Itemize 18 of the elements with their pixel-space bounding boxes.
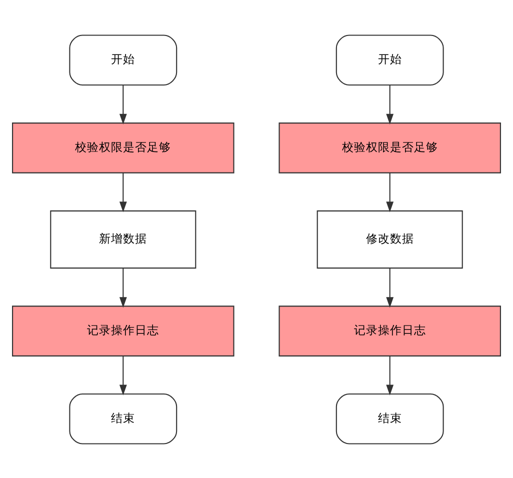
arrow — [386, 355, 394, 395]
arrow — [119, 355, 127, 395]
arrow — [119, 172, 127, 212]
node-box: 记录操作日志 — [12, 305, 234, 356]
arrow — [386, 84, 394, 124]
node-box: 开始 — [69, 34, 178, 85]
node-box: 开始 — [336, 34, 444, 85]
node-box: 校验权限是否足够 — [278, 122, 501, 173]
node-box: 结束 — [69, 393, 178, 444]
arrow — [386, 268, 394, 308]
node-box: 校验权限是否足够 — [12, 122, 234, 173]
arrow — [386, 172, 394, 212]
arrow — [119, 84, 127, 124]
node-box: 新增数据 — [50, 210, 196, 268]
node-box: 结束 — [336, 393, 444, 444]
node-box: 记录操作日志 — [278, 305, 501, 356]
node-box: 修改数据 — [316, 210, 463, 268]
arrow — [119, 268, 127, 308]
